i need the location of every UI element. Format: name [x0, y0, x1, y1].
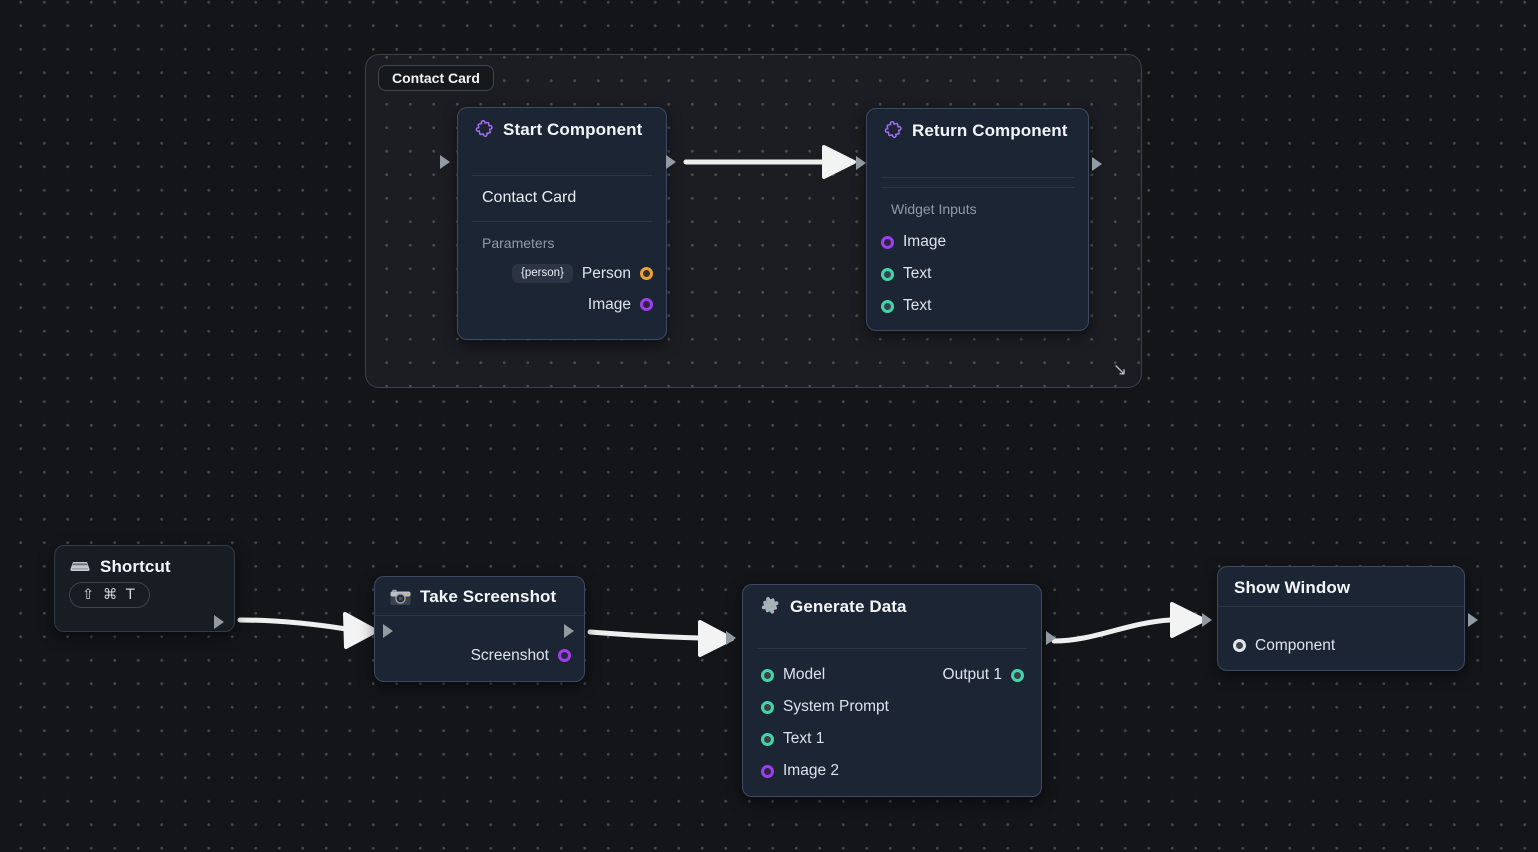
port-label: Output 1 [943, 666, 1002, 684]
node-title: Start Component [503, 120, 642, 140]
input-row-text-2: Text [881, 290, 1088, 322]
port-label: Model [783, 666, 825, 684]
input-row-image: Image [881, 226, 1088, 258]
node-start-component[interactable]: Start Component Contact Card Parameters … [457, 107, 667, 340]
port-label: Image [588, 296, 631, 314]
input-row-image-2: Image 2 [761, 755, 889, 787]
flow-row-spacer [743, 624, 1041, 648]
input-port-text[interactable] [881, 268, 894, 281]
node-return-component[interactable]: Return Component Widget Inputs Image Tex… [866, 108, 1089, 331]
node-title: Shortcut [100, 557, 171, 577]
param-row-person: {person} Person [512, 258, 653, 289]
param-port-image[interactable] [640, 298, 653, 311]
flow-out-port-show-window[interactable] [1468, 613, 1478, 627]
flow-out-port-shortcut[interactable] [214, 615, 224, 629]
person-token-badge[interactable]: {person} [512, 264, 573, 284]
hotkey-badge[interactable]: ⇧ ⌘ T [69, 582, 150, 608]
node-generate-data[interactable]: Generate Data Model System Prompt Text 1 [742, 584, 1042, 797]
section-label-widget-inputs: Widget Inputs [891, 201, 977, 217]
edge-generate-to-window[interactable] [1054, 604, 1204, 641]
input-port-component[interactable] [1233, 639, 1246, 652]
puzzle-icon [473, 119, 494, 140]
output-port-output-1[interactable] [1011, 669, 1024, 682]
input-port-system-prompt[interactable] [761, 701, 774, 714]
flow-in-port-generate-data[interactable] [726, 631, 736, 645]
edge-screenshot-to-generate[interactable] [590, 622, 732, 655]
node-shortcut[interactable]: Shortcut ⇧ ⌘ T [54, 545, 235, 632]
section-label-parameters: Parameters [482, 235, 554, 251]
flow-in-port-start-component[interactable] [440, 155, 450, 169]
node-header[interactable]: Take Screenshot [375, 577, 584, 615]
flow-out-port-start-component[interactable] [666, 155, 676, 169]
port-label: Screenshot [471, 647, 549, 665]
output-row-output-1: Output 1 [943, 659, 1024, 691]
input-row-model: Model [761, 659, 889, 691]
node-header[interactable]: Shortcut [55, 546, 234, 577]
flow-in-port-show-window[interactable] [1202, 613, 1212, 627]
node-show-window[interactable]: Show Window Component [1217, 566, 1465, 671]
param-port-person[interactable] [640, 267, 653, 280]
flow-row-spacer [867, 146, 1088, 177]
param-row-image: Image [588, 289, 653, 320]
port-label: Text 1 [783, 730, 824, 748]
port-label: Text [903, 297, 931, 315]
component-body-label: Contact Card [458, 176, 666, 221]
flow-out-port-return-component[interactable] [1092, 157, 1102, 171]
camera-icon [390, 589, 411, 606]
input-port-text-1[interactable] [761, 733, 774, 746]
input-port-model[interactable] [761, 669, 774, 682]
output-port-screenshot[interactable] [558, 649, 571, 662]
input-port-text[interactable] [881, 300, 894, 313]
output-row-screenshot: Screenshot [375, 616, 584, 671]
port-label: System Prompt [783, 698, 889, 716]
puzzle-gray-icon [758, 595, 781, 618]
input-row-text-1: Text 1 [761, 723, 889, 755]
node-title: Take Screenshot [420, 587, 556, 607]
port-label: Person [582, 265, 631, 283]
node-header[interactable]: Generate Data [743, 585, 1041, 624]
flow-row-spacer [458, 145, 666, 175]
flow-in-port-return-component[interactable] [856, 156, 866, 170]
flow-in-port-take-screenshot[interactable] [383, 624, 393, 638]
input-row-text-1: Text [881, 258, 1088, 290]
node-header[interactable]: Show Window [1218, 567, 1464, 606]
input-row-system-prompt: System Prompt [761, 691, 889, 723]
node-header[interactable]: Start Component [458, 108, 666, 145]
port-label: Image [903, 233, 946, 251]
input-port-image[interactable] [881, 236, 894, 249]
puzzle-icon [882, 120, 903, 141]
edge-start-to-return[interactable] [686, 147, 854, 177]
port-label: Component [1255, 637, 1335, 655]
keyboard-icon [69, 560, 91, 575]
node-title: Generate Data [790, 597, 907, 617]
node-title: Show Window [1234, 578, 1350, 598]
node-title: Return Component [912, 121, 1068, 141]
input-port-image-2[interactable] [761, 765, 774, 778]
flow-out-port-generate-data[interactable] [1046, 631, 1056, 645]
node-header[interactable]: Return Component [867, 109, 1088, 146]
input-row-component: Component [1218, 607, 1464, 662]
edge-shortcut-to-screenshot[interactable] [240, 614, 376, 647]
port-label: Text [903, 265, 931, 283]
node-take-screenshot[interactable]: Take Screenshot Screenshot [374, 576, 585, 682]
flow-out-port-take-screenshot[interactable] [564, 624, 574, 638]
port-label: Image 2 [783, 762, 839, 780]
